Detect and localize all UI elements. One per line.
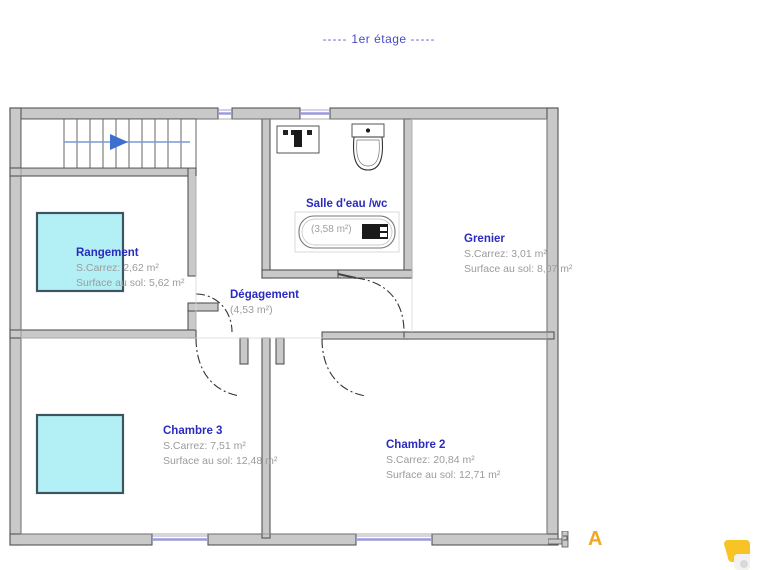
title-dash-left: ----- — [322, 32, 348, 46]
room-carrez-rangement: S.Carrez: 2,62 m² — [76, 262, 159, 274]
room-floor-grenier: Surface au sol: 8,07 m² — [464, 263, 573, 275]
room-label-chambre3: Chambre 3 S.Carrez: 7,51 m² Surface au s… — [163, 424, 277, 469]
room-label-degagement: Dégagement (4,53 m²) — [230, 288, 299, 317]
bathroom-enclosure-outline — [294, 211, 400, 253]
dimension-guide-lines — [21, 119, 547, 339]
door-swing-arcs — [195, 277, 405, 397]
stair-direction-arrow — [110, 134, 128, 150]
corner-bracket-mark — [548, 531, 569, 548]
room-label-grenier: Grenier S.Carrez: 3,01 m² Surface au sol… — [464, 232, 573, 277]
exterior-walls — [9, 107, 559, 546]
room-name-chambre2: Chambre 2 — [386, 439, 446, 451]
room-name-salle-eau-wc: Salle d'eau /wc — [306, 198, 388, 210]
window-openings — [152, 112, 432, 541]
wall-inner-outlines — [20, 118, 548, 535]
window-block-chambre3 — [35, 413, 125, 495]
toilet-fixture — [351, 123, 385, 171]
room-label-rangement: Rangement S.Carrez: 2,62 m² Surface au s… — [76, 246, 185, 291]
room-area-degagement: (4,53 m²) — [230, 304, 273, 316]
door-leaves — [337, 273, 357, 279]
room-floor-rangement: Surface au sol: 5,62 m² — [76, 277, 185, 289]
title-dash-right: ----- — [410, 32, 436, 46]
room-name-grenier: Grenier — [464, 233, 505, 245]
room-name-chambre3: Chambre 3 — [163, 425, 223, 437]
page-title: ----- 1er étage ----- — [0, 32, 758, 46]
room-area-salle-eau-wc: (3,58 m²) — [311, 224, 352, 235]
staircase — [20, 118, 197, 169]
room-carrez-chambre2: S.Carrez: 20,84 m² — [386, 454, 475, 466]
room-carrez-chambre3: S.Carrez: 7,51 m² — [163, 440, 246, 452]
interior-walls — [9, 118, 555, 539]
room-name-rangement: Rangement — [76, 247, 139, 259]
room-floor-chambre2: Surface au sol: 12,71 m² — [386, 469, 501, 481]
room-floor-chambre3: Surface au sol: 12,48 m² — [163, 455, 278, 467]
bathtub-fixture — [298, 215, 396, 249]
title-text: 1er étage — [351, 32, 407, 46]
room-name-degagement: Dégagement — [230, 289, 300, 301]
window-block-rangement — [35, 211, 125, 293]
sink-fixture — [276, 125, 320, 154]
room-carrez-grenier: S.Carrez: 3,01 m² — [464, 248, 547, 260]
accent-letter-a: A — [588, 528, 603, 550]
brand-logo-icon[interactable] — [720, 536, 750, 570]
window-frame-lines — [152, 109, 432, 537]
room-label-salle-eau-wc: Salle d'eau /wc — [306, 197, 387, 212]
room-label-chambre2: Chambre 2 S.Carrez: 20,84 m² Surface au … — [386, 438, 500, 483]
